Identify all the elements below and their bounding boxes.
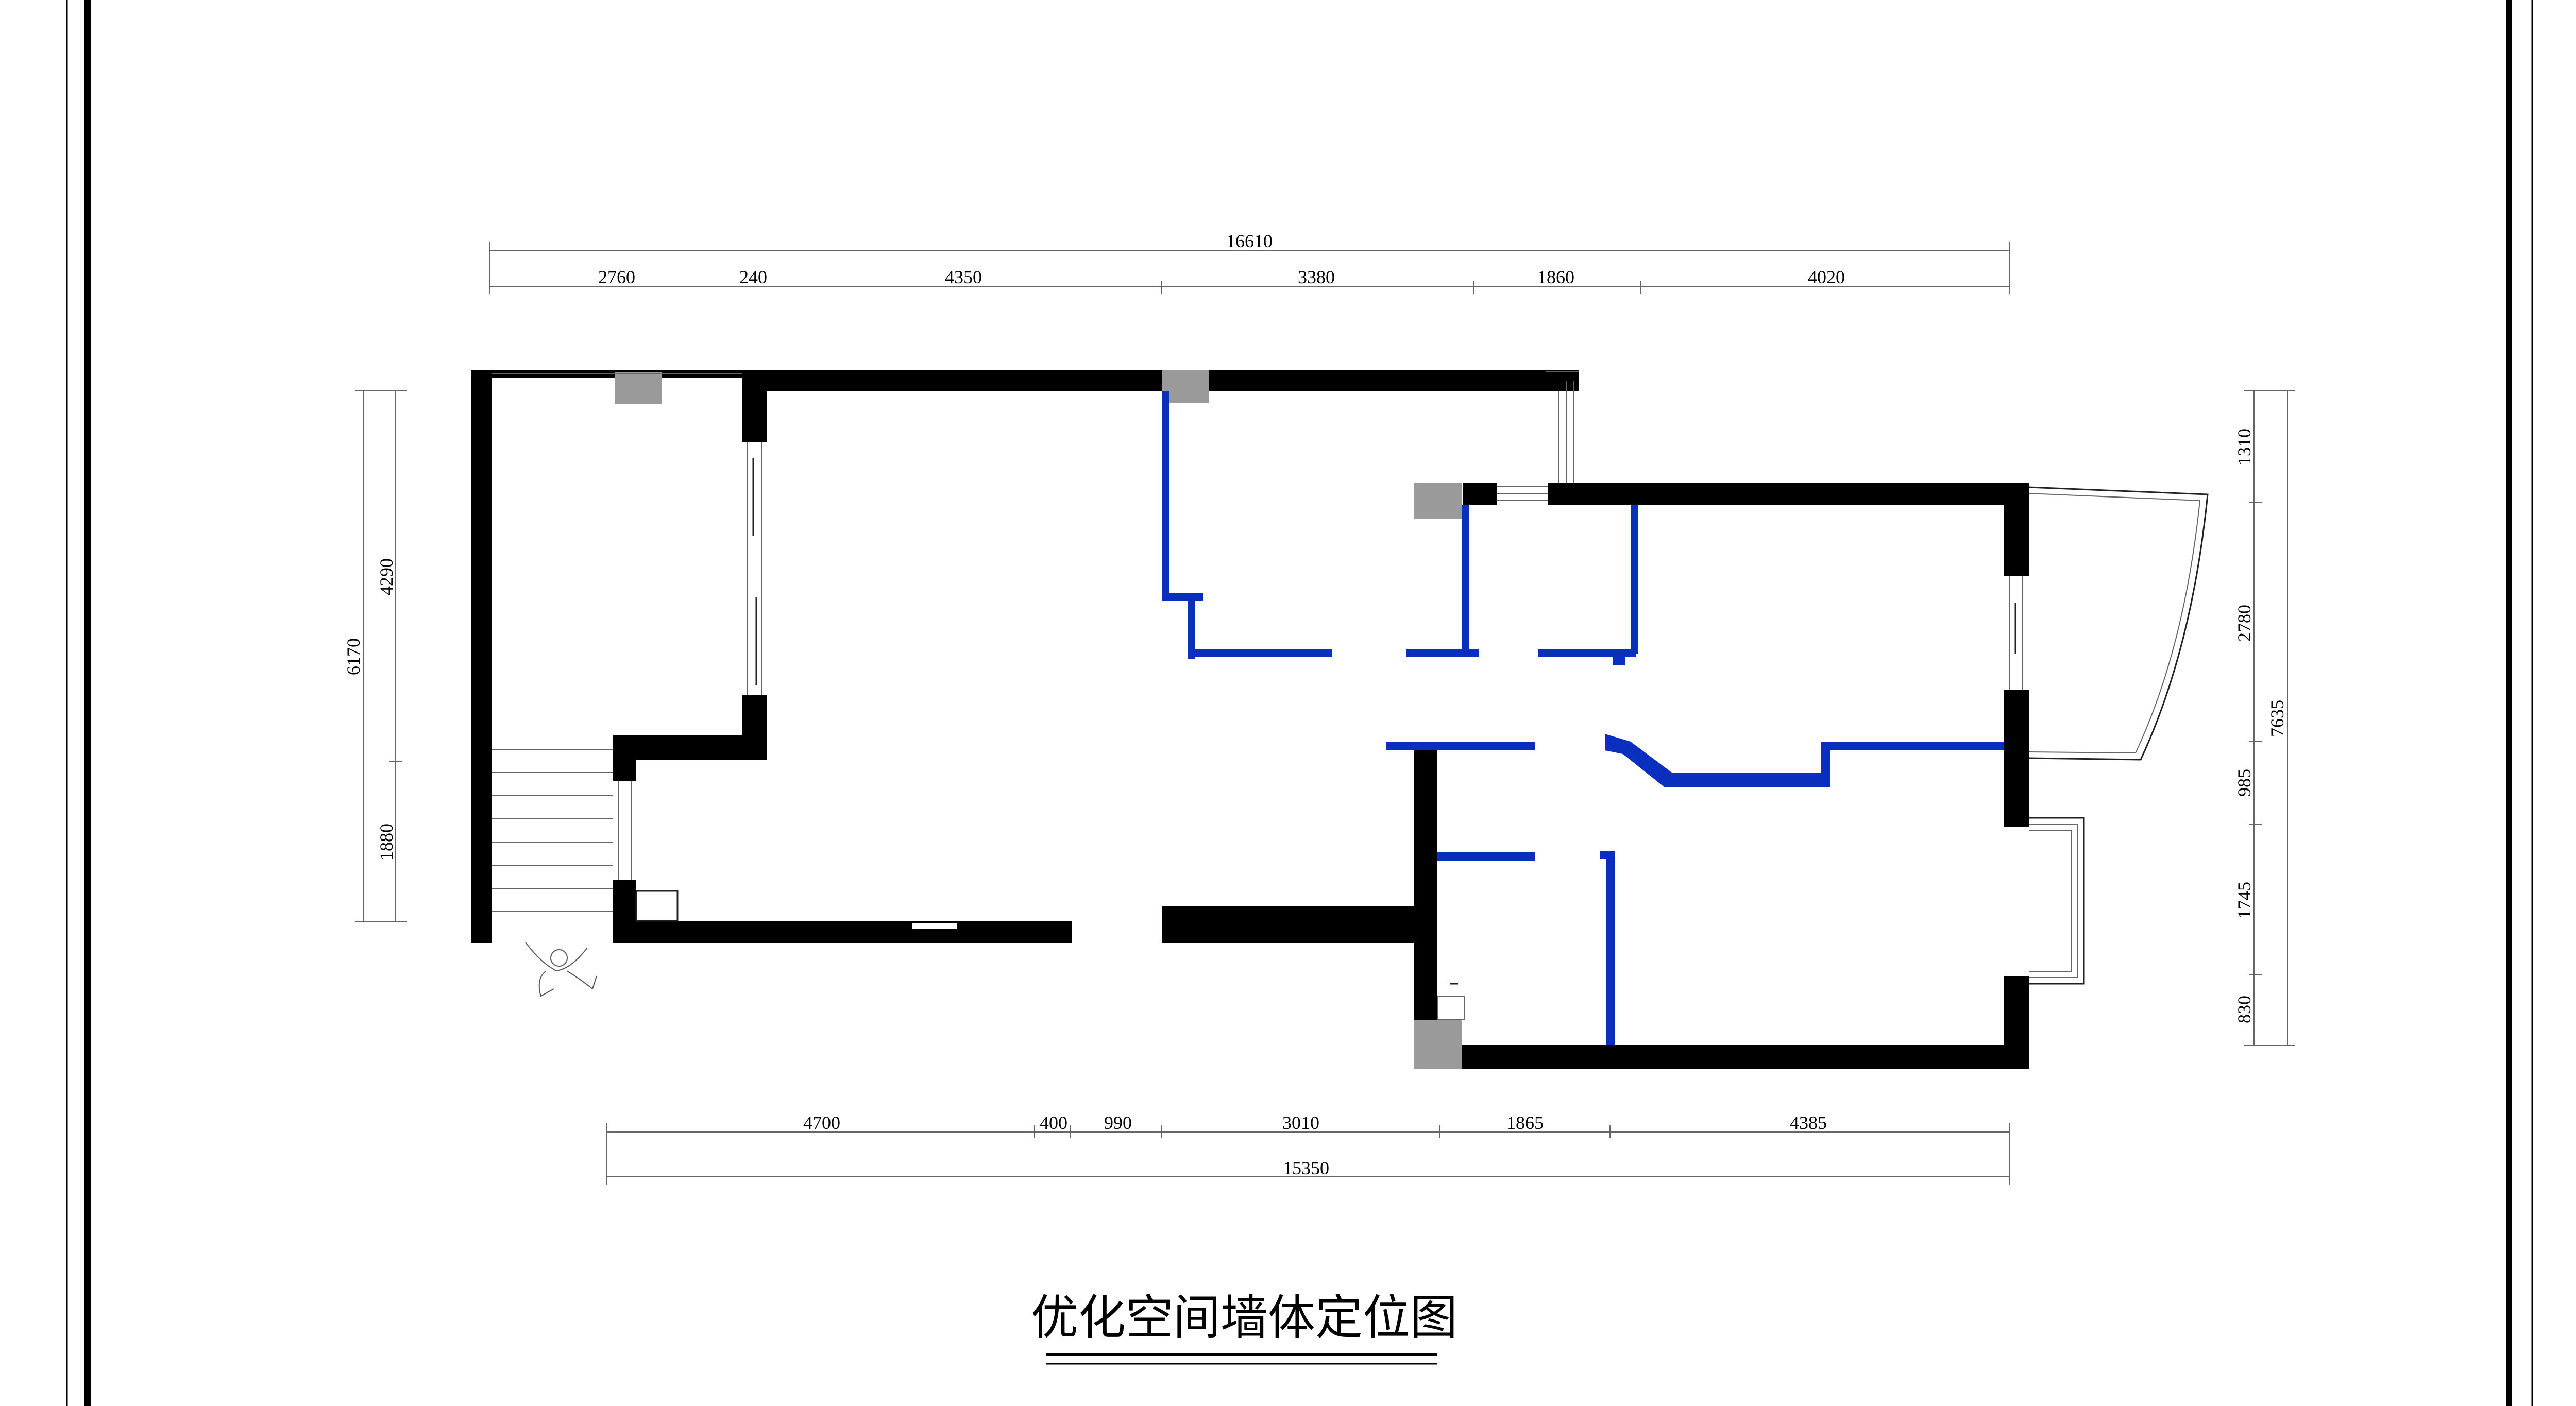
person-figure xyxy=(525,942,597,997)
right-dim-3: 985 xyxy=(2234,769,2255,797)
curved-balcony xyxy=(2028,486,2209,761)
right-overall-dimension: 7635 xyxy=(2267,700,2287,737)
top-dim-1: 2760 xyxy=(598,267,635,287)
right-dim-4: 1745 xyxy=(2234,882,2255,919)
right-dim-1: 1310 xyxy=(2234,428,2255,466)
top-dim-2: 240 xyxy=(739,267,767,287)
bottom-dim-6: 4385 xyxy=(1790,1112,1827,1133)
bottom-dim-3: 990 xyxy=(1104,1112,1132,1133)
right-dim-5: 830 xyxy=(2234,996,2255,1023)
top-dim-3: 4350 xyxy=(945,267,982,287)
right-dimension-lines xyxy=(2244,390,2295,1046)
bottom-dim-5: 1865 xyxy=(1506,1112,1544,1133)
window-and-door-details xyxy=(492,371,2209,1020)
top-dimension-lines xyxy=(489,242,2010,294)
bottom-dim-1: 4700 xyxy=(803,1112,840,1133)
drawing-frame xyxy=(66,0,2533,1406)
bay-window xyxy=(2029,817,2085,985)
left-dim-2: 1880 xyxy=(376,824,397,861)
existing-walls xyxy=(471,370,2029,1069)
top-dim-6: 4020 xyxy=(1808,267,1845,287)
bottom-dimension-lines xyxy=(606,1123,2010,1185)
bottom-dim-4: 3010 xyxy=(1282,1112,1319,1133)
right-dim-2: 2780 xyxy=(2234,605,2255,642)
bottom-overall-dimension: 15350 xyxy=(1283,1158,1329,1178)
left-overall-dimension: 6170 xyxy=(343,638,364,675)
new-walls xyxy=(1162,391,2004,1045)
bottom-dim-2: 400 xyxy=(1040,1112,1067,1133)
diagram-title: 优化空间墙体定位图 xyxy=(1031,1290,1458,1345)
stairs xyxy=(492,749,613,912)
left-dim-1: 4290 xyxy=(376,558,397,595)
angled-new-wall xyxy=(1605,734,2004,787)
top-dim-5: 1860 xyxy=(1537,267,1574,287)
top-dim-4: 3380 xyxy=(1298,267,1335,287)
top-overall-dimension: 16610 xyxy=(1226,231,1273,251)
columns xyxy=(615,370,1462,1069)
left-dimension-lines xyxy=(355,390,407,922)
